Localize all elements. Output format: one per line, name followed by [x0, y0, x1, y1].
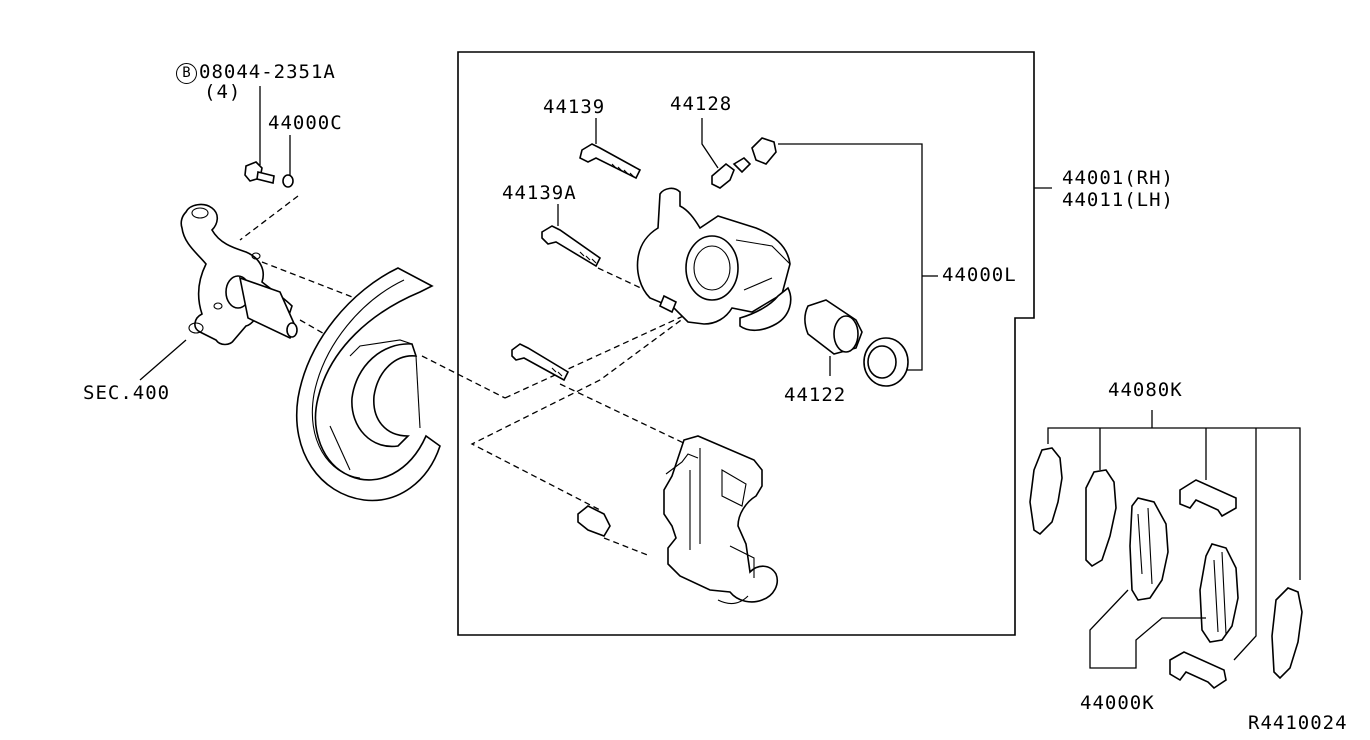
- label-bleeder: 44128: [670, 93, 733, 115]
- guide-dash-1: [470, 311, 693, 511]
- caliper-body: [636, 187, 792, 332]
- washer-44000c: [282, 135, 294, 188]
- label-washer: 44000C: [268, 112, 343, 134]
- pad-shim-left-2: [1085, 469, 1117, 568]
- guide-dash-2: [559, 383, 691, 447]
- label-caliper-rh: 44001(RH): [1062, 167, 1174, 189]
- pad-kit-bracket: [1089, 589, 1206, 669]
- pad-shim-left: [1029, 447, 1063, 536]
- caliper-bracket: [663, 435, 778, 605]
- guide-pin-bolt: [511, 343, 570, 382]
- pad-clip-top: [1179, 479, 1237, 518]
- label-caliper-lh: 44011(LH): [1062, 189, 1174, 211]
- shield-dash-line: [421, 355, 506, 399]
- guide-dash-3: [603, 537, 651, 557]
- bolt-dash-line: [239, 195, 299, 241]
- pin-bolt-44139a: [541, 204, 602, 268]
- bleeder-44128: [701, 118, 752, 189]
- piston-44122: [804, 299, 863, 376]
- pad-hardware-bracket: [1047, 410, 1301, 661]
- label-pin-bolt: 44139: [543, 96, 606, 118]
- bolt-part-number: 08044-2351A: [199, 61, 336, 83]
- bolt-08044-2351a: [244, 86, 275, 184]
- label-pad-hardware: 44080K: [1108, 379, 1183, 401]
- knuckle-dash-line-1: [261, 261, 361, 301]
- knuckle-section-leader: [139, 339, 187, 381]
- bleeder-cap: [751, 137, 923, 371]
- label-knuckle-section: SEC.400: [83, 382, 171, 404]
- caliper-assembly-frame: [457, 51, 1035, 636]
- label-bolt-qty: (4): [204, 81, 242, 103]
- steering-knuckle: [180, 203, 298, 346]
- pad-shim-right: [1271, 587, 1303, 680]
- pin-bolt-44139: [579, 118, 642, 180]
- label-diagram-ref: R4410024: [1248, 712, 1348, 734]
- splash-shield: [296, 267, 441, 502]
- pad-clip-bottom: [1169, 651, 1227, 690]
- piston-seal: [863, 337, 909, 387]
- label-piston: 44122: [784, 384, 847, 406]
- brake-pad-outer: [1199, 543, 1239, 643]
- brake-pad-inner: [1129, 497, 1169, 601]
- label-pad-kit: 44000K: [1080, 692, 1155, 714]
- label-pin-bolt-a: 44139A: [502, 182, 577, 204]
- bolt-badge-icon: B: [176, 63, 197, 84]
- label-seal-kit: 44000L: [942, 264, 1017, 286]
- caliper-pin: [577, 505, 611, 537]
